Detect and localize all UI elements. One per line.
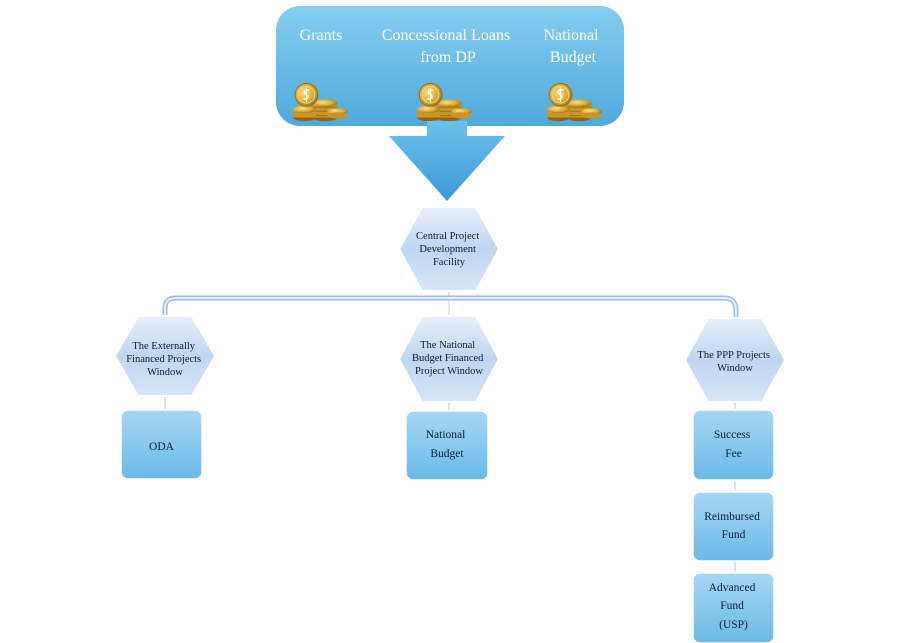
- national-budget-label: National Budget: [426, 429, 468, 460]
- ppp-window-hexagon: [683, 317, 787, 403]
- advanced-fund-label: Advanced Fund (USP): [709, 582, 759, 631]
- grants-label: Grants: [300, 27, 343, 44]
- advanced-fund-box: [692, 572, 775, 643]
- down-arrow-icon: [389, 121, 505, 201]
- central-facility-label: Central Project Development Facility: [416, 231, 482, 268]
- success-fee-label: Success Fee: [714, 429, 753, 460]
- external-window-label: The Externally Financed Projects Window: [126, 341, 204, 378]
- oda-label: ODA: [149, 441, 175, 453]
- external-window-hexagon: [113, 315, 217, 397]
- funding-sources-banner: [276, 6, 624, 126]
- national-window-label: The National Budget Financed Project Win…: [412, 340, 486, 377]
- national-budget-source-label: National Budget: [543, 27, 602, 66]
- central-facility-hexagon: [397, 206, 501, 292]
- success-fee-box: [692, 409, 775, 481]
- national-window-hexagon: [397, 315, 501, 403]
- oda-box: [120, 409, 203, 480]
- concessional-loans-label: Concessional Loans from DP: [382, 27, 514, 66]
- ppp-window-label: The PPP Projects Window: [697, 350, 772, 374]
- reimbursed-fund-box: [692, 491, 775, 562]
- reimbursed-fund-label: Reimbursed Fund: [704, 511, 762, 541]
- national-budget-box: [405, 410, 489, 481]
